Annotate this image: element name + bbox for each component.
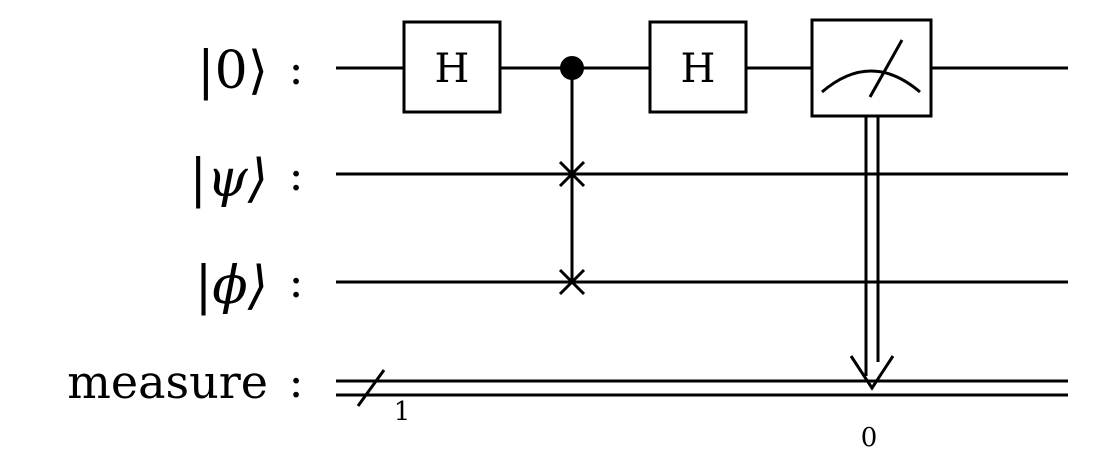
wire-colon-psi: : xyxy=(289,150,304,201)
measurement-classical-wire xyxy=(864,116,880,376)
hadamard-gate-2-label: H xyxy=(681,46,716,92)
control-dot xyxy=(560,56,584,80)
wire-colon-phi: : xyxy=(289,257,304,308)
measurement-gate xyxy=(810,18,933,118)
classical-register xyxy=(336,379,1068,397)
hadamard-gate-2: H xyxy=(648,20,748,114)
meter-needle-icon xyxy=(868,39,904,98)
controlled-swap-gate xyxy=(558,56,586,296)
wire-labels: |0⟩ : |ψ⟩ : |ϕ⟩ : measure : xyxy=(67,41,303,409)
wire-label-phi: |ϕ⟩ xyxy=(195,256,268,316)
meter-arc-icon xyxy=(821,69,921,94)
wire-label-measure: measure xyxy=(67,355,268,409)
register-width-slash xyxy=(356,369,386,407)
hadamard-gate-1: H xyxy=(402,20,502,114)
measurement-arrow-icon xyxy=(849,355,895,391)
hadamard-gate-1-label: H xyxy=(435,46,470,92)
wire-colon-q0: : xyxy=(289,44,304,95)
swap-cross-psi xyxy=(558,160,586,188)
swap-cross-phi xyxy=(558,268,586,296)
register-width-label: 1 xyxy=(394,397,411,427)
measure-bit-label: 0 xyxy=(861,423,878,453)
wire-label-q0: |0⟩ xyxy=(197,41,268,101)
wire-colon-measure: : xyxy=(289,357,304,408)
wire-label-psi: |ψ⟩ xyxy=(189,149,268,209)
